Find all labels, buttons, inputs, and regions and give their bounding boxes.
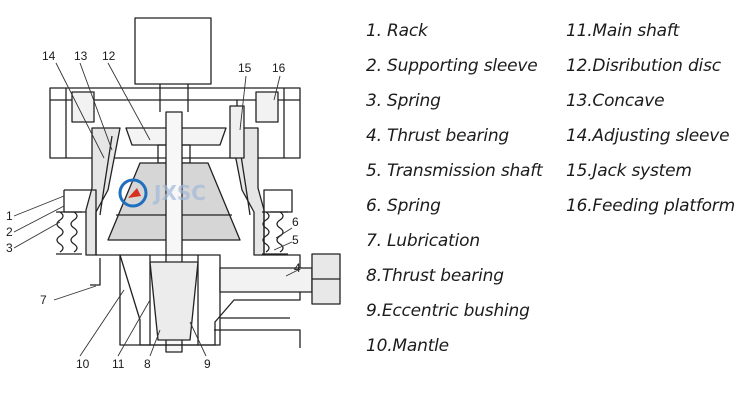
- callout-4: 4: [294, 261, 301, 275]
- legend-item-main-shaft: 11.Main shaft: [566, 21, 680, 41]
- jack-system: [229, 100, 245, 159]
- legend-item-spring-6: 6. Spring: [366, 196, 441, 216]
- spring-left: [56, 211, 82, 255]
- leader-lines: [13, 62, 299, 357]
- legend-item-eccentric-bushing: 9.Eccentric bushing: [366, 301, 530, 321]
- legend-item-distribution-disc: 12.Disribution disc: [566, 56, 721, 76]
- callout-11: 11: [112, 357, 125, 371]
- callout-16: 16: [272, 61, 286, 75]
- legend-item-jack-system: 15.Jack system: [566, 161, 692, 181]
- legend-item-feeding-platform: 16.Feeding platform: [566, 196, 735, 216]
- legend-item-supporting-sleeve: 2. Supporting sleeve: [366, 56, 538, 76]
- callout-13: 13: [74, 49, 88, 63]
- callout-7: 7: [40, 293, 47, 307]
- legend-item-adjusting-sleeve: 14.Adjusting sleeve: [566, 126, 730, 146]
- eccentric-bushing: [149, 261, 199, 341]
- legend-left-column: 1. Rack 2. Supporting sleeve 3. Spring 4…: [366, 14, 543, 364]
- callout-8: 8: [144, 357, 151, 371]
- callout-1: 1: [6, 209, 13, 223]
- legend-item-mantle: 10.Mantle: [366, 336, 449, 356]
- legend-item-transmission-shaft: 5. Transmission shaft: [366, 161, 543, 181]
- callout-2: 2: [6, 225, 13, 239]
- watermark-text: JXSC: [152, 181, 206, 205]
- callout-10: 10: [76, 357, 90, 371]
- legend-right-column: 11.Main shaft 12.Disribution disc 13.Con…: [566, 14, 735, 224]
- lubrication-pipe: [90, 258, 301, 348]
- transmission-shaft: [219, 253, 341, 305]
- concave-bowl: [85, 127, 265, 256]
- callout-15: 15: [238, 61, 252, 75]
- legend-item-lubrication: 7. Lubrication: [366, 231, 480, 251]
- legend-item-spring: 3. Spring: [366, 91, 441, 111]
- callout-14: 14: [42, 49, 56, 63]
- legend-item-rack: 1. Rack: [366, 21, 428, 41]
- legend-item-thrust-bearing-8: 8.Thrust bearing: [366, 266, 504, 286]
- callout-3: 3: [6, 241, 13, 255]
- callout-9: 9: [204, 357, 211, 371]
- legend-item-concave: 13.Concave: [566, 91, 665, 111]
- feed-hopper: [134, 17, 212, 112]
- spring-right: [262, 211, 288, 255]
- legend-item-thrust-bearing: 4. Thrust bearing: [366, 126, 510, 146]
- callout-5: 5: [292, 233, 299, 247]
- callout-12: 12: [102, 49, 116, 63]
- cone-crusher-diagram: JXSC 1 2 3 4 5 6 7 8 9 10 11 12 13 14 15: [6, 17, 341, 371]
- jxsc-logo: JXSC: [118, 178, 206, 208]
- callout-6: 6: [292, 215, 299, 229]
